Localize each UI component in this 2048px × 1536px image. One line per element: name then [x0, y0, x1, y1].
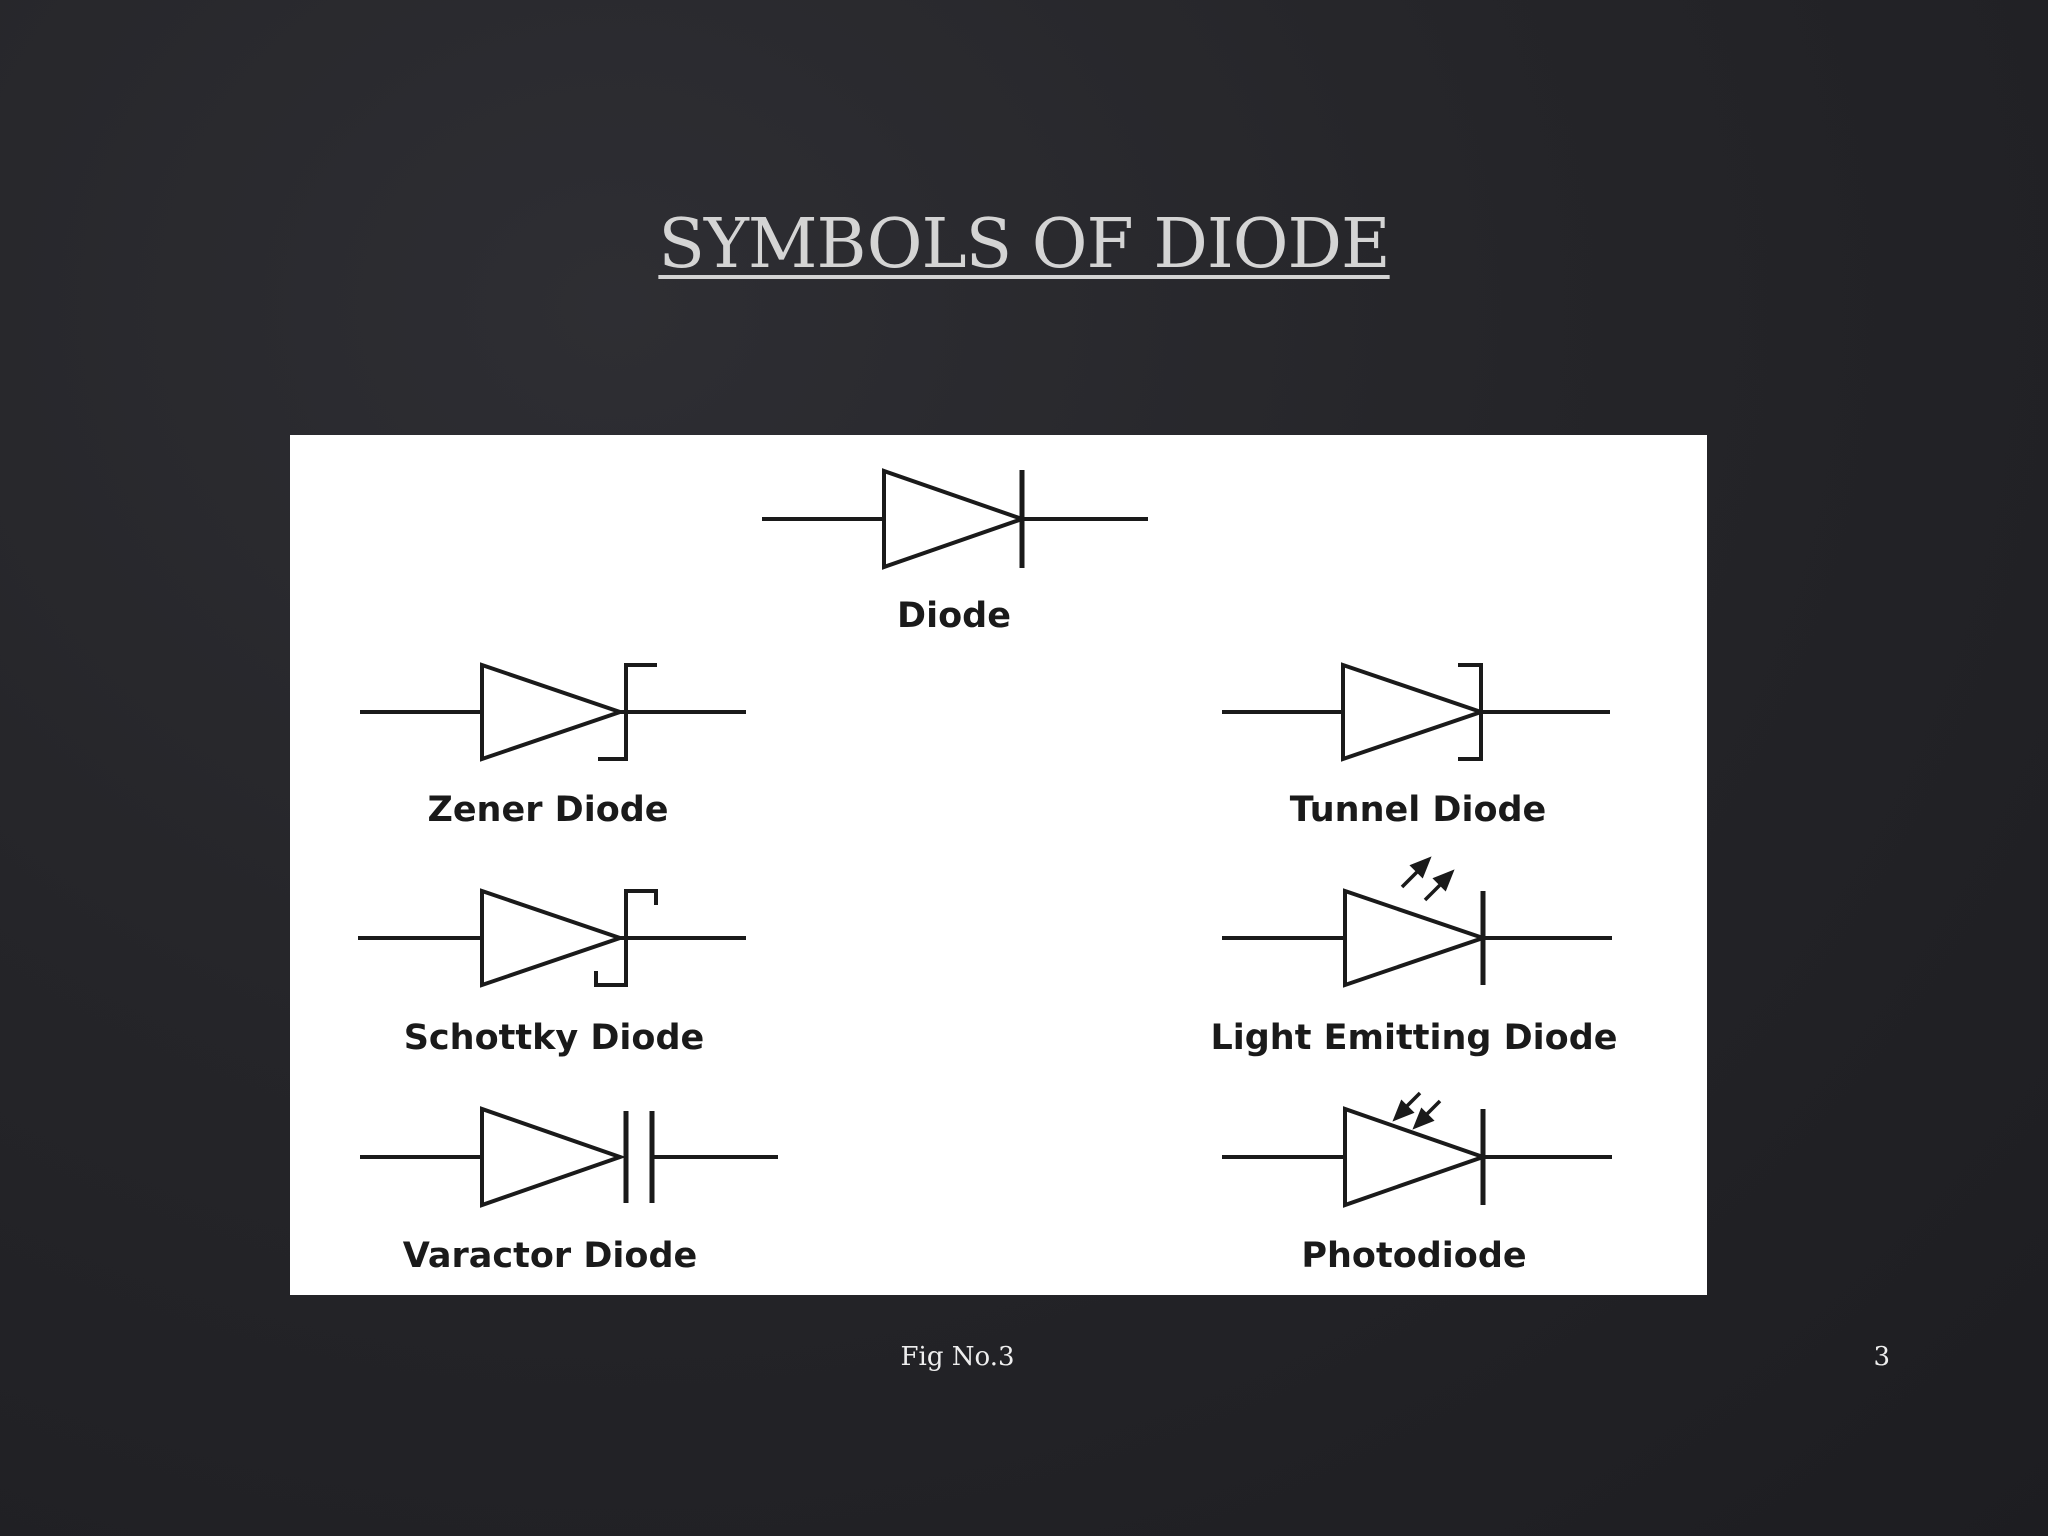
diode-label: Diode	[897, 596, 1011, 636]
tunnel-diode-symbol	[1222, 662, 1610, 762]
slide-title: SYMBOLS OF DIODE	[658, 205, 1390, 284]
figure-caption: Fig No.3	[900, 1342, 1015, 1372]
tunnel-diode-label: Tunnel Diode	[1290, 790, 1547, 830]
zener-diode-symbol	[360, 662, 746, 762]
page-number: 3	[1873, 1342, 1890, 1372]
varactor-diode-label: Varactor Diode	[403, 1236, 698, 1276]
led-symbol	[1222, 856, 1612, 988]
zener-diode-label: Zener Diode	[427, 790, 668, 830]
diode-symbols-figure: Diode Zener Diode Tunnel Diode Schottky …	[290, 435, 1707, 1295]
photodiode-symbol	[1222, 1091, 1612, 1208]
schottky-diode-label: Schottky Diode	[404, 1018, 705, 1058]
led-label: Light Emitting Diode	[1210, 1018, 1617, 1058]
varactor-diode-symbol	[360, 1106, 778, 1208]
schottky-diode-symbol	[358, 888, 746, 988]
photodiode-label: Photodiode	[1301, 1236, 1526, 1276]
diode-symbol	[762, 468, 1148, 570]
